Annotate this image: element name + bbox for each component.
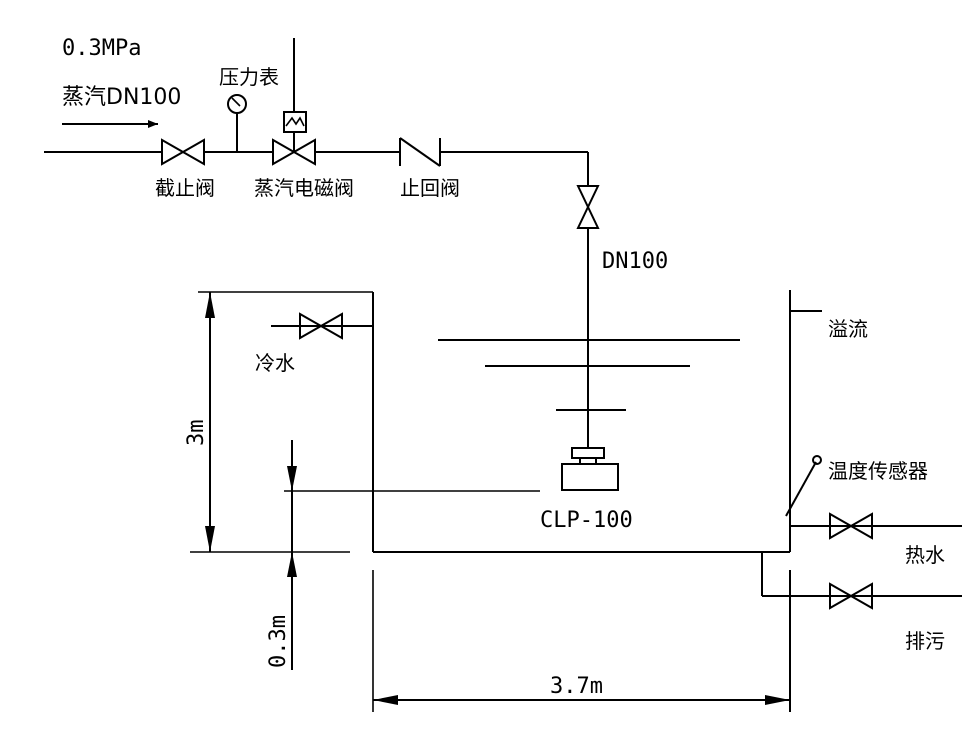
tank-width-label: 3.7m <box>550 674 603 699</box>
overflow-label: 溢流 <box>828 317 868 341</box>
pressure-gauge-icon <box>227 94 247 152</box>
base-arrow-bottom <box>287 552 297 577</box>
heater-model-label: CLP-100 <box>540 508 633 533</box>
cold-water-label: 冷水 <box>255 351 295 375</box>
temperature-sensor-label: 温度传感器 <box>828 459 928 483</box>
steam-solenoid-valve-label: 蒸汽电磁阀 <box>254 176 354 200</box>
heater-unit <box>561 447 619 491</box>
height-arrow-bottom <box>205 526 215 552</box>
height-arrow-top <box>205 292 215 318</box>
globe-valve-symbol <box>161 138 205 166</box>
cold-water-valve-symbol <box>299 312 343 340</box>
check-valve-label: 止回阀 <box>400 176 460 200</box>
tank-height-label: 3m <box>184 420 209 447</box>
steam-solenoid-valve-symbol <box>272 38 316 166</box>
check-valve-symbol <box>399 137 441 167</box>
globe-valve-label: 截止阀 <box>155 176 215 200</box>
width-arrow-right <box>765 695 790 705</box>
hot-water-label: 热水 <box>905 543 945 567</box>
width-arrow-left <box>373 695 398 705</box>
drain-label: 排污 <box>905 629 945 653</box>
pressure-gauge-label: 压力表 <box>219 65 279 89</box>
drain-valve-symbol <box>829 582 873 610</box>
vertical-valve-symbol <box>576 185 600 229</box>
drain-pipe <box>761 552 962 597</box>
temperature-sensor-symbol <box>785 455 822 517</box>
pipe-size-label: DN100 <box>602 249 668 274</box>
pressure-label: 0.3MPa <box>62 36 141 61</box>
hot-water-valve-symbol <box>829 512 873 540</box>
steam-inlet-label: 蒸汽DN100 <box>62 85 181 110</box>
base-height-label: 0.3m <box>266 615 291 668</box>
base-arrow-top <box>287 466 297 491</box>
